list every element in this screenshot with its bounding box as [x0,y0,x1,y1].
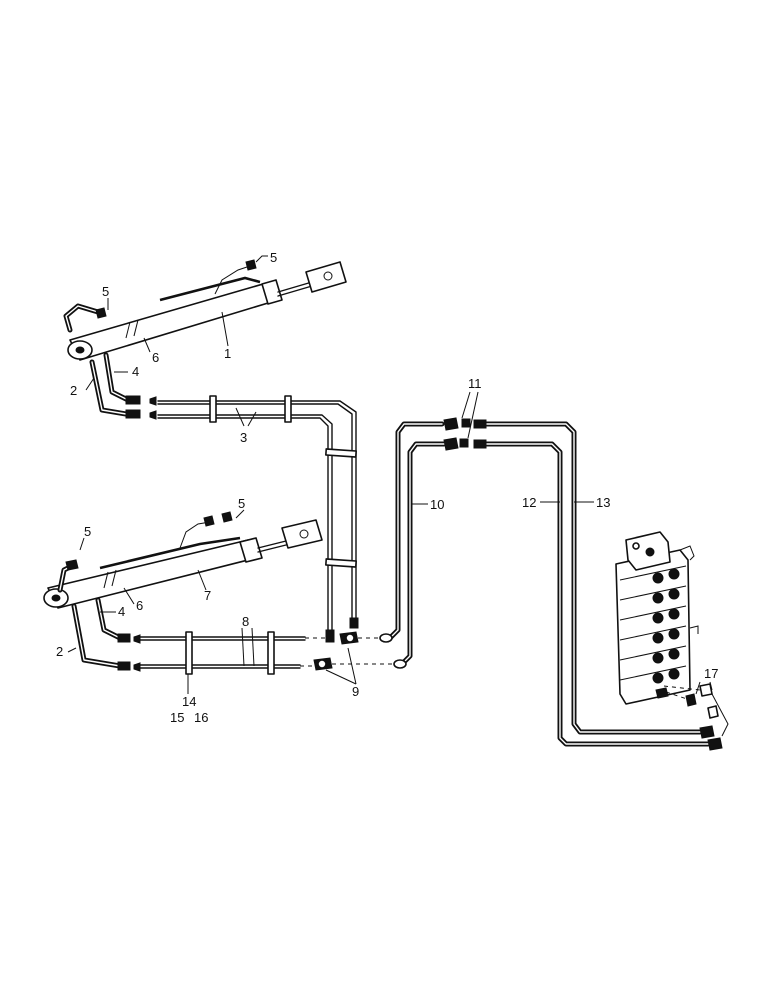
leader-lines [67,255,713,695]
callout-17: 17 [704,666,718,681]
lower-cylinder [43,511,323,609]
callout-16: 16 [194,710,208,725]
callout-5-lower-right: 5 [238,496,245,511]
fittings-17 [663,683,729,737]
callout-6-lower: 6 [136,598,143,613]
callout-11: 11 [468,376,482,391]
callout-5-lower-left: 5 [84,524,91,539]
upper-cylinder-hoses [63,303,157,420]
callout-2-lower: 2 [56,644,63,659]
callout-1: 1 [224,346,231,361]
callout-7: 7 [204,588,211,603]
tee-fittings [313,631,394,671]
callout-6-upper: 6 [152,350,159,365]
callout-3: 3 [240,430,247,445]
callout-9: 9 [352,684,359,699]
callout-10: 10 [430,497,444,512]
callout-2-upper: 2 [70,383,77,398]
upper-cylinder [67,259,347,361]
control-valve [615,531,699,705]
callout-4-upper: 4 [132,364,139,379]
adapters-11 [443,417,471,451]
callout-labels: 1 5 5 6 2 4 3 5 5 6 7 4 2 8 14 15 16 9 1… [56,250,718,725]
callout-14: 14 [182,694,196,709]
hoses-10 [379,421,447,669]
callout-4-lower: 4 [118,604,125,619]
hoses-12-13 [473,419,723,751]
callout-5-upper-left: 5 [102,284,109,299]
callout-13: 13 [596,495,610,510]
callout-5-upper-right: 5 [270,250,277,265]
callout-12: 12 [522,495,536,510]
lower-cylinder-hoses [57,559,141,672]
callout-15: 15 [170,710,184,725]
lower-steel-pipes [139,631,326,675]
callout-8: 8 [242,614,249,629]
steel-pipes [157,395,359,643]
